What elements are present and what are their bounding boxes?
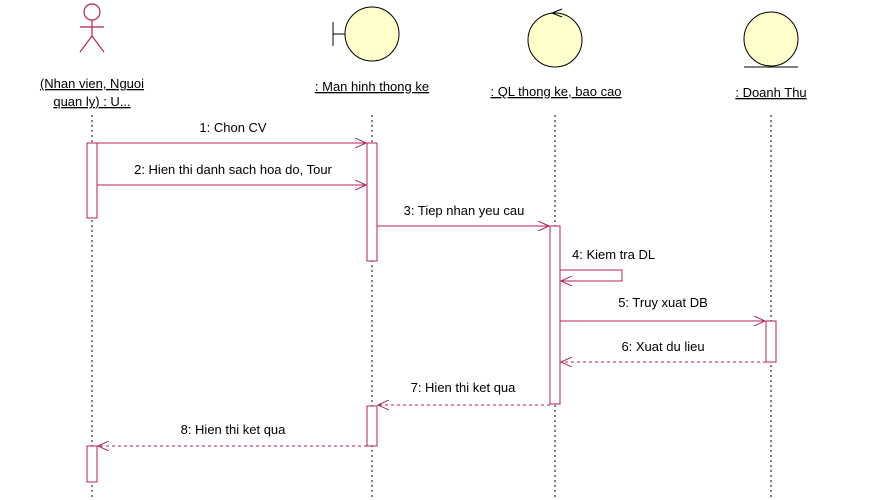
entity-icon[interactable] bbox=[743, 11, 799, 68]
activation-entity-1 bbox=[765, 320, 777, 363]
message-6-label: 6: Xuat du lieu bbox=[621, 339, 704, 354]
message-3-label: 3: Tiep nhan yeu cau bbox=[404, 203, 525, 218]
participant-label-control: : QL thong ke, bao cao bbox=[490, 84, 621, 99]
participant-label-boundary: : Man hinh thong ke bbox=[315, 79, 429, 94]
activation-control-1 bbox=[549, 225, 561, 405]
activation-actor-2 bbox=[86, 445, 98, 483]
message-4-arrow bbox=[560, 269, 623, 281]
boundary-icon[interactable] bbox=[332, 6, 400, 62]
participant-label-actor-line1: (Nhan vien, Nguoi bbox=[40, 76, 144, 91]
message-4-label: 4: Kiem tra DL bbox=[572, 247, 655, 262]
actor-icon[interactable] bbox=[79, 3, 105, 53]
message-8-label: 8: Hien thi ket qua bbox=[181, 422, 287, 437]
activation-actor-1 bbox=[86, 142, 98, 219]
activation-boundary-2 bbox=[366, 405, 378, 447]
message-2-label: 2: Hien thi danh sach hoa do, Tour bbox=[134, 162, 332, 177]
message-5-label: 5: Truy xuat DB bbox=[618, 295, 708, 310]
message-1-label: 1: Chon CV bbox=[199, 120, 267, 135]
participant-label-actor-line2: quan ly) : U... bbox=[53, 94, 130, 109]
participant-label-entity: : Doanh Thu bbox=[735, 85, 806, 100]
message-7-label: 7: Hien thi ket qua bbox=[411, 380, 517, 395]
control-icon[interactable] bbox=[527, 8, 583, 68]
activation-boundary-1 bbox=[366, 142, 378, 262]
